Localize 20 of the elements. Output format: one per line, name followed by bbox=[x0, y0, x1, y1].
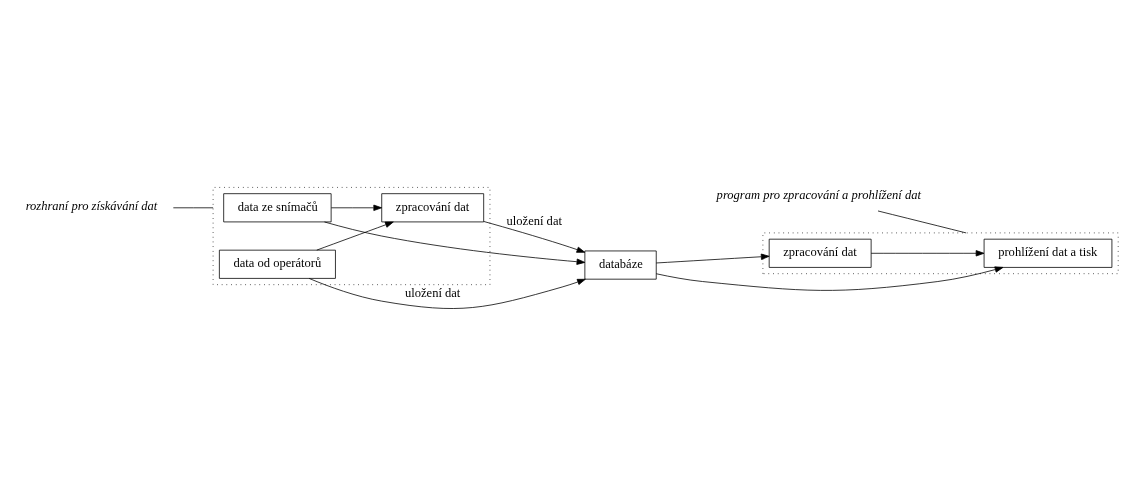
arrow bbox=[316, 221, 394, 250]
node-box: zpracování dat bbox=[768, 238, 872, 268]
edge-label: uložení dat bbox=[405, 285, 461, 300]
connector bbox=[877, 210, 967, 233]
arrow bbox=[483, 220, 586, 253]
arrow bbox=[870, 249, 985, 256]
node-text: program pro zpracování a prohlížení dat bbox=[716, 187, 921, 202]
arrow bbox=[655, 253, 770, 263]
cluster bbox=[212, 186, 491, 285]
node-text: rozhraní pro získávání dat bbox=[25, 198, 158, 213]
node-box: databáze bbox=[584, 250, 657, 280]
arrow bbox=[324, 221, 586, 265]
node-box: prohlížení dat a tisk bbox=[983, 238, 1113, 268]
node-box: data ze snímačů bbox=[223, 192, 332, 222]
arrow bbox=[655, 266, 1004, 291]
arrow bbox=[308, 277, 586, 309]
node-box: data od operátorů bbox=[219, 249, 336, 279]
node-box: zpracování dat bbox=[381, 192, 485, 222]
edge-label: uložení dat bbox=[506, 213, 562, 228]
arrow bbox=[330, 204, 383, 211]
